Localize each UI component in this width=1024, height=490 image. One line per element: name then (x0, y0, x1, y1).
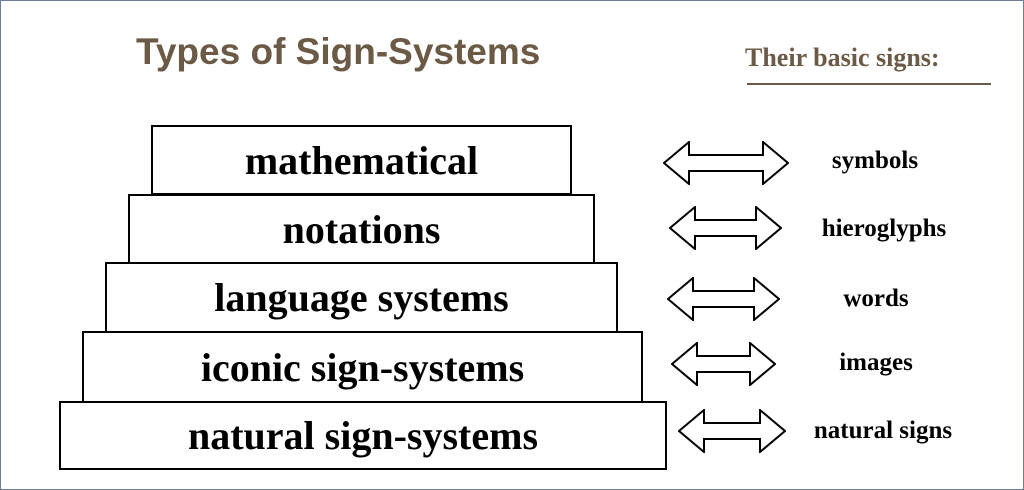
sign-images: images (839, 349, 913, 376)
double-arrow-icon (669, 206, 782, 250)
sign-words: words (843, 285, 909, 312)
step-mathematical: mathematical (151, 125, 572, 195)
basic-signs-heading: Their basic signs: (745, 43, 940, 72)
sign-hieroglyphs: hieroglyphs (821, 215, 947, 242)
step-notations: notations (128, 194, 595, 264)
step-language-systems: language systems (105, 262, 618, 333)
heading-underline (747, 83, 991, 85)
sign-symbols: symbols (831, 147, 919, 174)
sign-natural-signs: natural signs (813, 417, 953, 444)
step-natural-sign-systems: natural sign-systems (59, 401, 667, 470)
double-arrow-icon (667, 277, 780, 321)
double-arrow-icon (663, 141, 789, 185)
diagram-title: Types of Sign-Systems (136, 31, 541, 72)
double-arrow-icon (678, 409, 786, 453)
step-iconic-sign-systems: iconic sign-systems (82, 331, 643, 403)
double-arrow-icon (671, 342, 776, 386)
